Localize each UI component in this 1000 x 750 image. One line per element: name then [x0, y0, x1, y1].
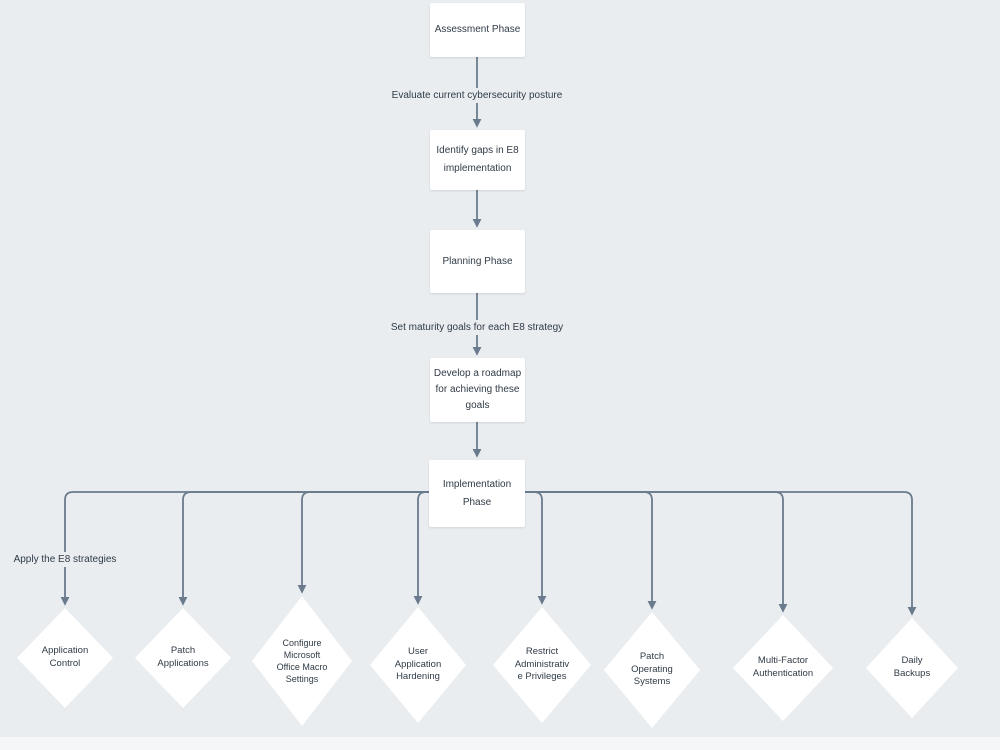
diamond-office-macro-settings-label: Configure Microsoft Office Macro Setting… [276, 637, 328, 685]
node-develop-roadmap-label: Develop a roadmap for achieving these go… [433, 368, 522, 411]
edge-branch-patch-os [525, 491, 657, 610]
diamond-multi-factor-authentication-label: Multi-Factor Authentication [752, 655, 814, 679]
edge-branch-patch-applications [178, 491, 429, 606]
edge-label-apply-e8-strategies: Apply the E8 strategies [10, 552, 120, 567]
edge-branch-mfa [525, 491, 788, 613]
node-planning-phase: Planning Phase [430, 230, 525, 293]
edge-branch-office-macro [297, 491, 429, 594]
node-identify-gaps: Identify gaps in E8 implementation [430, 130, 525, 190]
node-planning-phase-label: Planning Phase [442, 255, 513, 267]
edge-label-evaluate-posture: Evaluate current cybersecurity posture [379, 88, 575, 103]
node-identify-gaps-label: Identify gaps in E8 implementation [436, 145, 519, 174]
diamond-restrict-admin-privileges-label: Restrict Administrativ e Privileges [514, 645, 570, 683]
diamond-application-control-label: Application Control [41, 645, 89, 669]
diamond-patch-operating-systems-label: Patch Operating Systems [631, 650, 673, 688]
edge-branch-user-app-hardening [413, 491, 429, 605]
node-implementation-phase: Implementation Phase [429, 460, 525, 527]
node-assessment-phase: Assessment Phase [430, 3, 525, 57]
edge-branch-daily-backups [525, 491, 917, 616]
diamond-patch-applications-label: Patch Applications [157, 645, 209, 669]
node-develop-roadmap: Develop a roadmap for achieving these go… [430, 358, 525, 422]
bottom-strip [0, 737, 1000, 750]
diamond-user-application-hardening-label: User Application Hardening [394, 645, 442, 683]
edge-branch-application-control [60, 491, 429, 606]
node-assessment-phase-label: Assessment Phase [434, 24, 521, 35]
node-implementation-phase-label: Implementation Phase [442, 478, 512, 508]
diamond-daily-backups-label: Daily Backups [893, 655, 931, 679]
edge-label-set-maturity-goals: Set maturity goals for each E8 strategy [375, 320, 579, 335]
edge-branch-restrict-admin [525, 491, 547, 605]
